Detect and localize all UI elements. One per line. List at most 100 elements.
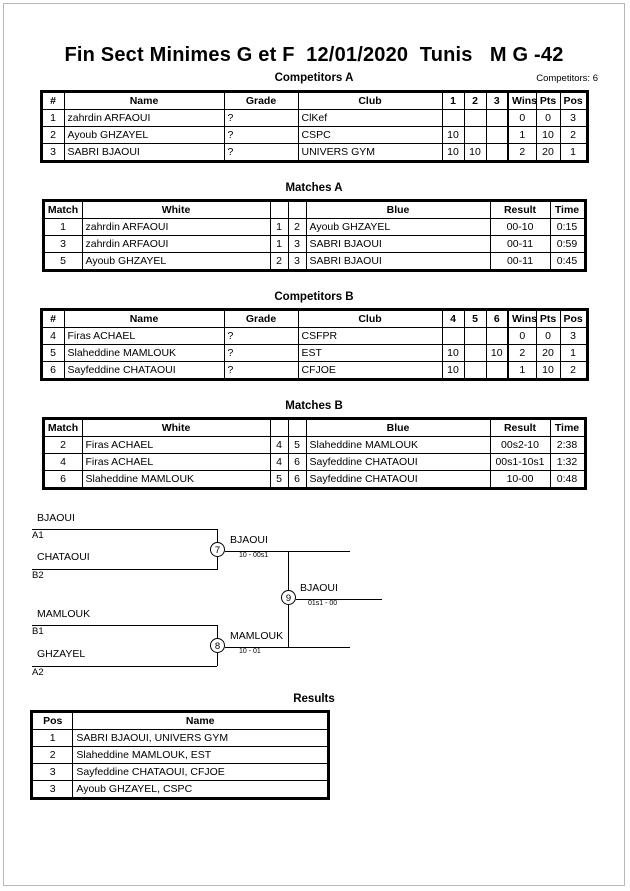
cell-wins: 1 xyxy=(507,126,537,144)
cell-m1: 10 xyxy=(441,344,465,362)
bracket-entrant-name: CHATAOUI xyxy=(37,551,90,563)
table-row: 4 Firas ACHAEL 4 6 Sayfeddine CHATAOUI 0… xyxy=(43,453,585,471)
table-row: 2 Slaheddine MAMLOUK, EST xyxy=(31,746,328,764)
cell-time: 0:59 xyxy=(549,235,585,253)
table-row: 6 Slaheddine MAMLOUK 5 6 Sayfeddine CHAT… xyxy=(43,470,585,488)
cell-blue: Ayoub GHZAYEL xyxy=(305,218,491,236)
cell-result: 00-11 xyxy=(489,235,551,253)
col-blue: Blue xyxy=(305,419,491,437)
table-row: 5 Slaheddine MAMLOUK ? EST 10 10 2 20 1 xyxy=(41,344,587,362)
cell-m2 xyxy=(463,126,487,144)
cell-blue-num: 6 xyxy=(287,453,307,471)
cell-pts: 0 xyxy=(535,109,561,127)
document-page: Fin Sect Minimes G et F 12/01/2020 Tunis… xyxy=(3,3,625,886)
section-title-results: Results xyxy=(293,693,335,705)
bracket-entrant-name: GHZAYEL xyxy=(37,648,86,660)
competitors-b-table-container: # Name Grade Club 4 5 6 Wins Pts Pos 4 xyxy=(4,308,624,386)
cell-name: zahrdin ARFAOUI xyxy=(63,109,225,127)
cell-club: CSFPR xyxy=(297,327,443,345)
cell-white: Firas ACHAEL xyxy=(81,436,271,454)
cell-m2 xyxy=(463,327,487,345)
bracket-winner-name: BJAOUI xyxy=(230,534,268,546)
cell-blue: Sayfeddine CHATAOUI xyxy=(305,470,491,488)
table-row: 5 Ayoub GHZAYEL 2 3 SABRI BJAOUI 00-11 0… xyxy=(43,252,585,270)
table-row: 6 Sayfeddine CHATAOUI ? CFJOE 10 1 10 2 xyxy=(41,361,587,379)
cell-white: Ayoub GHZAYEL xyxy=(81,252,271,270)
col-grade: Grade xyxy=(223,92,299,110)
cell-pos: 3 xyxy=(31,763,74,781)
results-table-container: Pos Name 1 SABRI BJAOUI, UNIVERS GYM 2 S… xyxy=(4,710,624,805)
cell-time: 0:48 xyxy=(549,470,585,488)
cell-num: 3 xyxy=(41,143,65,161)
cell-pos: 2 xyxy=(31,746,74,764)
section-title-competitors-a: Competitors A xyxy=(274,72,354,84)
cell-m3 xyxy=(485,143,509,161)
col-white: White xyxy=(81,201,271,219)
bracket-line xyxy=(225,551,350,552)
cell-white: Firas ACHAEL xyxy=(81,453,271,471)
bracket-line xyxy=(32,529,217,530)
cell-result: 10-00 xyxy=(489,470,551,488)
cell-m2: 10 xyxy=(463,143,487,161)
table-row: 2 Firas ACHAEL 4 5 Slaheddine MAMLOUK 00… xyxy=(43,436,585,454)
bracket-match-score: 10 - 00s1 xyxy=(239,552,269,559)
cell-pts: 20 xyxy=(535,344,561,362)
cell-num: 4 xyxy=(41,327,65,345)
cell-m1 xyxy=(441,109,465,127)
cell-white: zahrdin ARFAOUI xyxy=(81,235,271,253)
cell-grade: ? xyxy=(223,126,299,144)
col-num: # xyxy=(41,310,65,328)
cell-match: 5 xyxy=(43,252,83,270)
bracket-match-number: 7 xyxy=(210,542,225,557)
cell-blue-num: 3 xyxy=(287,235,307,253)
col-opp-6: 6 xyxy=(485,310,509,328)
competitors-a-header: Competitors A Competitors: 6 xyxy=(4,72,624,90)
table-row: 3 Sayfeddine CHATAOUI, CFJOE xyxy=(31,763,328,781)
cell-pts: 10 xyxy=(535,361,561,379)
bracket-match-score: 10 - 01 xyxy=(239,648,261,655)
cell-time: 2:38 xyxy=(549,436,585,454)
cell-blue: SABRI BJAOUI xyxy=(305,252,491,270)
cell-name: SABRI BJAOUI, UNIVERS GYM xyxy=(72,729,328,747)
cell-result: 00s1-10s1 xyxy=(489,453,551,471)
cell-m3 xyxy=(485,327,509,345)
bracket-entrant-seed: B1 xyxy=(32,626,44,637)
bracket-winner-name: MAMLOUK xyxy=(230,630,284,642)
col-opp-1: 1 xyxy=(441,92,465,110)
cell-name: Firas ACHAEL xyxy=(63,327,225,345)
competitors-b-table: # Name Grade Club 4 5 6 Wins Pts Pos 4 xyxy=(41,310,587,379)
table-header-row: Match White Blue Result Time xyxy=(43,201,585,219)
cell-blue-num: 3 xyxy=(287,252,307,270)
cell-pos: 1 xyxy=(559,344,587,362)
cell-pts: 10 xyxy=(535,126,561,144)
cell-white-num: 5 xyxy=(269,470,289,488)
cell-pos: 2 xyxy=(559,126,587,144)
table-header-row: # Name Grade Club 1 2 3 Wins Pts Pos xyxy=(41,92,587,110)
col-opp-5: 5 xyxy=(463,310,487,328)
col-num: # xyxy=(41,92,65,110)
section-title-competitors-b: Competitors B xyxy=(274,291,354,303)
bracket-match-number: 9 xyxy=(281,590,296,605)
table-header-row: Match White Blue Result Time xyxy=(43,419,585,437)
col-club: Club xyxy=(297,310,443,328)
cell-name: Ayoub GHZAYEL, CSPC xyxy=(72,780,328,798)
cell-m2 xyxy=(463,361,487,379)
elimination-bracket: BJAOUI A1 CHATAOUI B2 7 BJAOUI 10 - 00s1… xyxy=(4,509,626,687)
cell-grade: ? xyxy=(223,327,299,345)
table-row: 3 zahrdin ARFAOUI 1 3 SABRI BJAOUI 00-11… xyxy=(43,235,585,253)
cell-pos: 3 xyxy=(31,780,74,798)
col-pos: Pos xyxy=(559,92,587,110)
bracket-final-score: 01s1 - 00 xyxy=(308,600,338,607)
table-header-row: # Name Grade Club 4 5 6 Wins Pts Pos xyxy=(41,310,587,328)
cell-white-num: 4 xyxy=(269,436,289,454)
bracket-line xyxy=(225,647,350,648)
competitors-count: Competitors: 6 xyxy=(536,73,598,84)
cell-wins: 0 xyxy=(507,327,537,345)
cell-white: Slaheddine MAMLOUK xyxy=(81,470,271,488)
cell-m3 xyxy=(485,361,509,379)
page-title: Fin Sect Minimes G et F 12/01/2020 Tunis… xyxy=(64,44,564,66)
table-header-row: Pos Name xyxy=(31,712,328,730)
col-grade: Grade xyxy=(223,310,299,328)
table-row: 1 SABRI BJAOUI, UNIVERS GYM xyxy=(31,729,328,747)
cell-blue-num: 5 xyxy=(287,436,307,454)
